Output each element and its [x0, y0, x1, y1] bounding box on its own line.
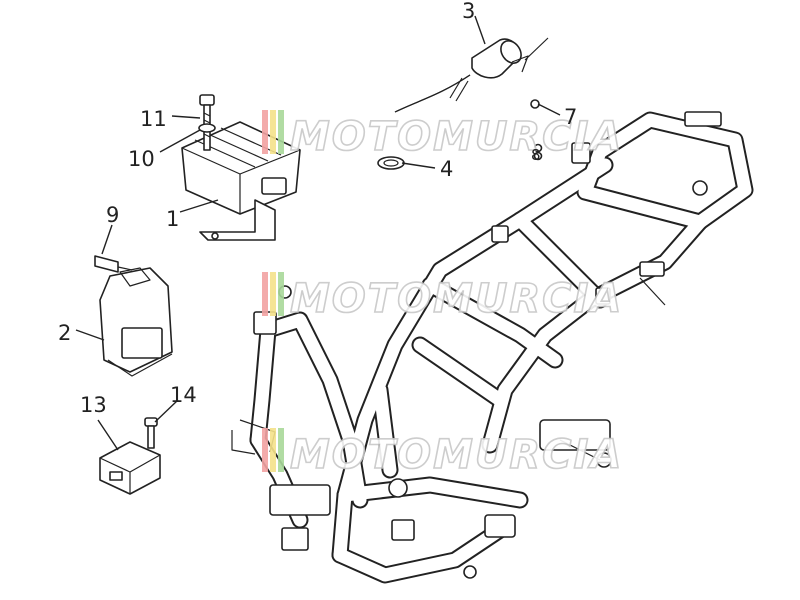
watermark-bottom: MOTOMURCIA [262, 428, 623, 479]
watermark-top: MOTOMURCIA [262, 110, 623, 161]
callout-14: 14 [170, 383, 197, 407]
callout-7: 7 [564, 105, 577, 129]
relay [99, 417, 161, 495]
callout-4: 4 [440, 157, 453, 181]
grommet-and-washers [377, 99, 543, 170]
stripe-yellow [270, 428, 276, 472]
stripe-green [278, 428, 284, 472]
watermark-text: MOTOMURCIA [290, 114, 623, 160]
callout-13: 13 [80, 393, 107, 417]
callout-2: 2 [58, 321, 71, 345]
stripe-green [278, 110, 284, 154]
watermark-middle: MOTOMURCIA [262, 272, 623, 323]
scooter-frame [231, 111, 754, 584]
watermark-text: MOTOMURCIA [290, 276, 623, 322]
callout-8: 8 [531, 146, 541, 164]
callout-11: 11 [140, 107, 167, 131]
ignition-coil [394, 37, 549, 113]
stripe-yellow [270, 272, 276, 316]
leader-lines [75, 15, 561, 451]
watermark: MOTOMURCIA MOTOMURCIA MOTOMURCIA [262, 110, 623, 479]
control-unit [94, 255, 173, 377]
callout-10: 10 [128, 147, 155, 171]
callout-9: 9 [106, 203, 119, 227]
stripe-red [262, 428, 268, 472]
regulator-screw [198, 94, 216, 151]
callout-1: 1 [166, 207, 179, 231]
watermark-text: MOTOMURCIA [290, 432, 623, 478]
stripe-red [262, 272, 268, 316]
callout-3: 3 [462, 0, 475, 23]
callout-labels: 3 7 8 4 11 10 1 9 2 13 14 [58, 0, 577, 417]
stripe-red [262, 110, 268, 154]
stripe-yellow [270, 110, 276, 154]
stripe-green [278, 272, 284, 316]
